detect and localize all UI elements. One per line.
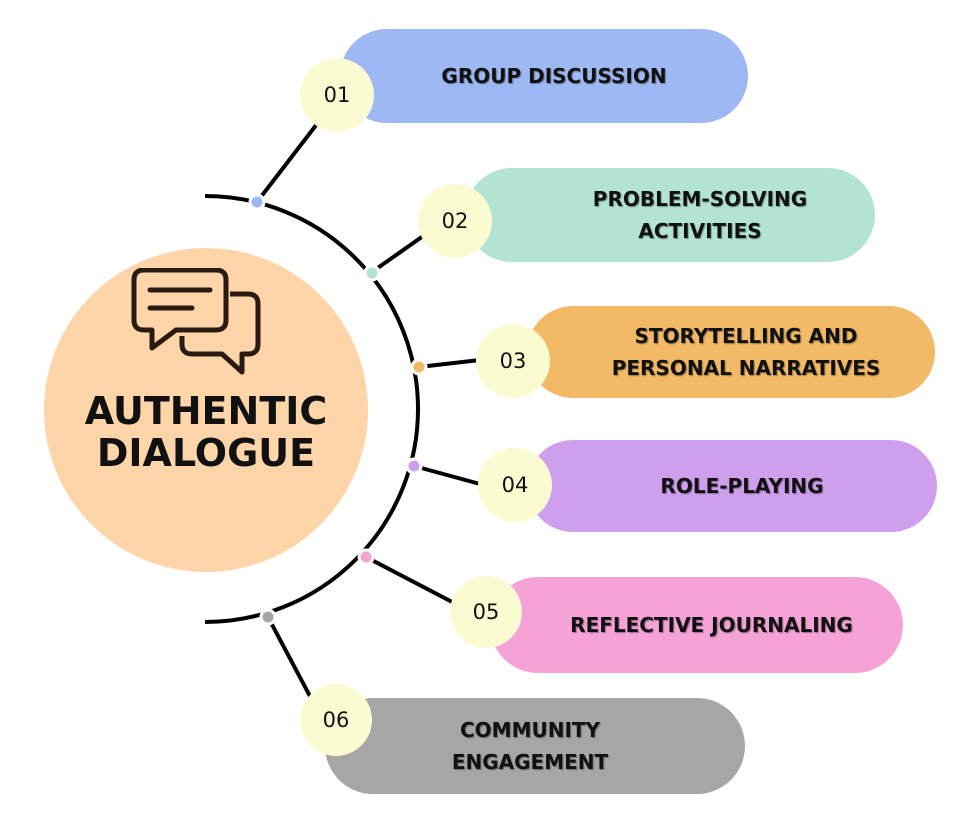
step-number-badge-05: 05 [450,576,522,648]
step-label-02: PROBLEM-SOLVING ACTIVITIES [592,187,808,243]
central-topic: AUTHENTIC DIALOGUE [44,248,368,572]
step-label-06: COMMUNITY ENGAGEMENT [451,718,609,774]
step-number-01: 01 [323,83,351,107]
connector-01 [255,118,322,204]
step-number-05: 05 [472,600,500,624]
step-number-02: 02 [441,209,469,233]
step-number-03: 03 [499,349,527,373]
connector-03 [418,358,481,369]
step-number-04: 04 [501,473,529,497]
step-number-badge-02: 02 [418,184,492,258]
step-number-badge-03: 03 [476,324,550,398]
connector-02 [370,232,428,274]
step-pill-02: PROBLEM-SOLVING ACTIVITIES [465,168,875,262]
step-label-01: GROUP DISCUSSION [441,64,667,88]
step-pill-01: GROUP DISCUSSION [340,29,748,123]
step-number-badge-04: 04 [478,448,552,522]
step-label-04: ROLE-PLAYING [660,474,824,498]
step-number-badge-01: 01 [300,58,374,132]
central-title-line2: DIALOGUE [96,431,316,475]
step-pill-04: ROLE-PLAYING [527,440,937,532]
central-title: AUTHENTIC DIALOGUE [44,390,368,474]
connector-05 [365,555,457,606]
step-label-03: STORYTELLING AND PERSONAL NARRATIVES [611,324,881,380]
arc-dot-03 [410,358,428,376]
chat-bubbles-icon [131,268,261,375]
arc-dot-06 [259,608,277,626]
step-label-05: REFLECTIVE JOURNALING [570,613,853,637]
arc-dot-04 [405,457,423,475]
step-pill-05: REFLECTIVE JOURNALING [490,577,903,673]
step-number-06: 06 [322,708,350,732]
step-number-badge-06: 06 [300,684,372,756]
step-pill-06: COMMUNITY ENGAGEMENT [325,698,745,794]
connector-04 [413,464,481,486]
arc-dot-01 [248,193,266,211]
central-title-line1: AUTHENTIC [84,389,328,433]
step-pill-03: STORYTELLING AND PERSONAL NARRATIVES [527,306,935,398]
connector-06 [266,616,314,701]
arc-dot-05 [357,548,375,566]
arc-dot-02 [363,264,381,282]
arc [204,194,420,624]
